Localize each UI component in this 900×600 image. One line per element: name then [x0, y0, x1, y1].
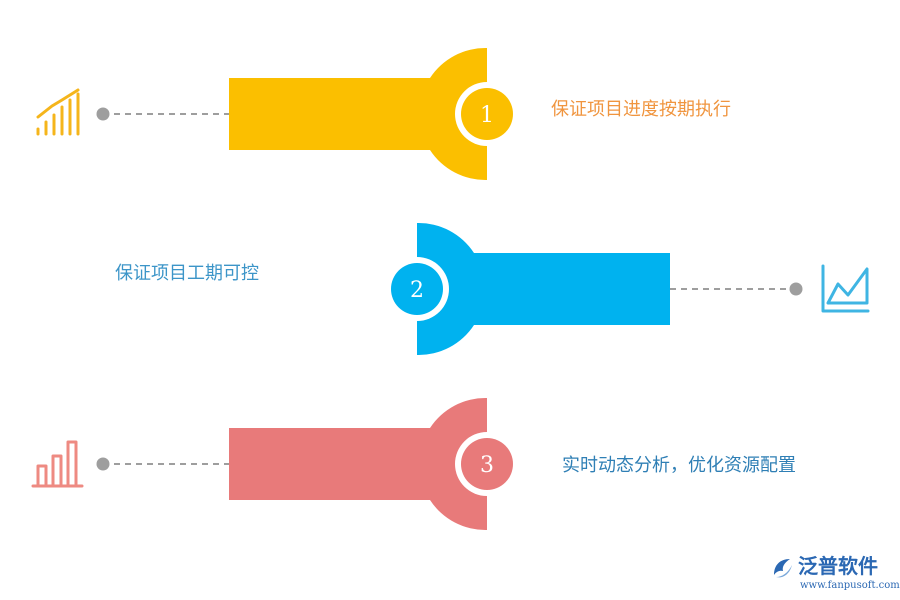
step-1-group: 1 — [36, 47, 519, 181]
brand-name: 泛普软件 — [798, 554, 878, 578]
brand-watermark: 泛普软件 www.fanpusoft.com — [770, 553, 900, 595]
step-2-connector-dot — [789, 282, 803, 296]
brand-logo-icon — [774, 559, 792, 578]
column-chart-icon — [31, 440, 84, 488]
step-2-label: 保证项目工期可控 — [115, 263, 259, 284]
area-line-chart-icon — [821, 264, 870, 313]
step-2-banner — [417, 222, 670, 356]
step-3-number-badge — [461, 438, 513, 490]
step-2-number-badge — [391, 263, 443, 315]
step-2-group: 2 — [385, 222, 870, 356]
brand-url: www.fanpusoft.com — [800, 580, 900, 591]
step-1-label: 保证项目进度按期执行 — [551, 99, 731, 120]
step-3-banner — [229, 397, 487, 531]
step-2-number: 2 — [410, 278, 424, 303]
step-1-connector-dot — [96, 107, 110, 121]
step-3-group: 3 — [31, 397, 519, 531]
step-1-number-badge — [461, 88, 513, 140]
step-3-number: 3 — [480, 453, 494, 478]
step-1-banner — [229, 47, 487, 181]
ascending-bar-chart-icon — [36, 88, 80, 136]
step-1-number: 1 — [480, 103, 494, 128]
step-3-connector-dot — [96, 457, 110, 471]
step-3-label: 实时动态分析，优化资源配置 — [562, 455, 796, 476]
